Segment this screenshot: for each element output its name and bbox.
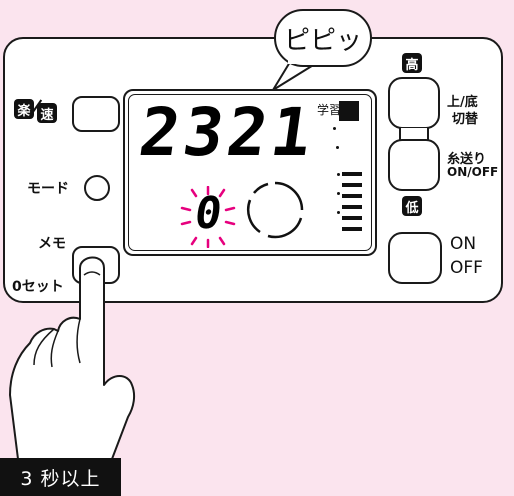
lcd-dot: [337, 173, 340, 176]
lcd-dot: [333, 127, 336, 130]
speed-button[interactable]: [72, 96, 120, 132]
rocker-joint: [399, 128, 429, 140]
lcd-dot: [337, 192, 340, 195]
lcd-display: [123, 89, 377, 256]
mode-label: モード: [27, 181, 69, 197]
thread-label-2: ON/OFF: [447, 165, 499, 179]
level-meter: [342, 172, 362, 231]
pressing-hand-icon: [9, 256, 136, 460]
upper-bottom-switch-button[interactable]: [388, 77, 440, 129]
low-badge: 低: [402, 196, 422, 216]
thread-feed-button[interactable]: [388, 139, 440, 191]
power-button[interactable]: [388, 232, 442, 284]
stitch-count-digits: 2321: [134, 94, 321, 171]
upper-bottom-label-1: 上/底: [447, 95, 478, 110]
lcd-dot: [337, 211, 340, 214]
duration-caption: 3 秒以上: [0, 458, 121, 496]
memo-label: メモ: [38, 236, 66, 252]
speech-bubble: [272, 9, 372, 91]
on-label: ON: [450, 234, 477, 254]
speech-bubble-text: ピピッ: [283, 26, 362, 56]
indicator-square: [339, 101, 359, 121]
off-label: OFF: [450, 258, 483, 278]
high-badge: 高: [402, 53, 422, 73]
rotation-circle-icon: [247, 181, 304, 239]
reset-label: 0セット: [12, 279, 64, 295]
upper-bottom-label-2: 切替: [452, 112, 479, 127]
learn-label: 学習: [317, 103, 342, 117]
mode-button[interactable]: [84, 175, 110, 201]
thread-label-1: 糸送り: [447, 152, 487, 167]
blink-rays: [180, 186, 236, 248]
soku-badge: 速: [37, 103, 57, 123]
lcd-inner-frame: [128, 94, 372, 251]
lcd-dot: [336, 146, 339, 149]
